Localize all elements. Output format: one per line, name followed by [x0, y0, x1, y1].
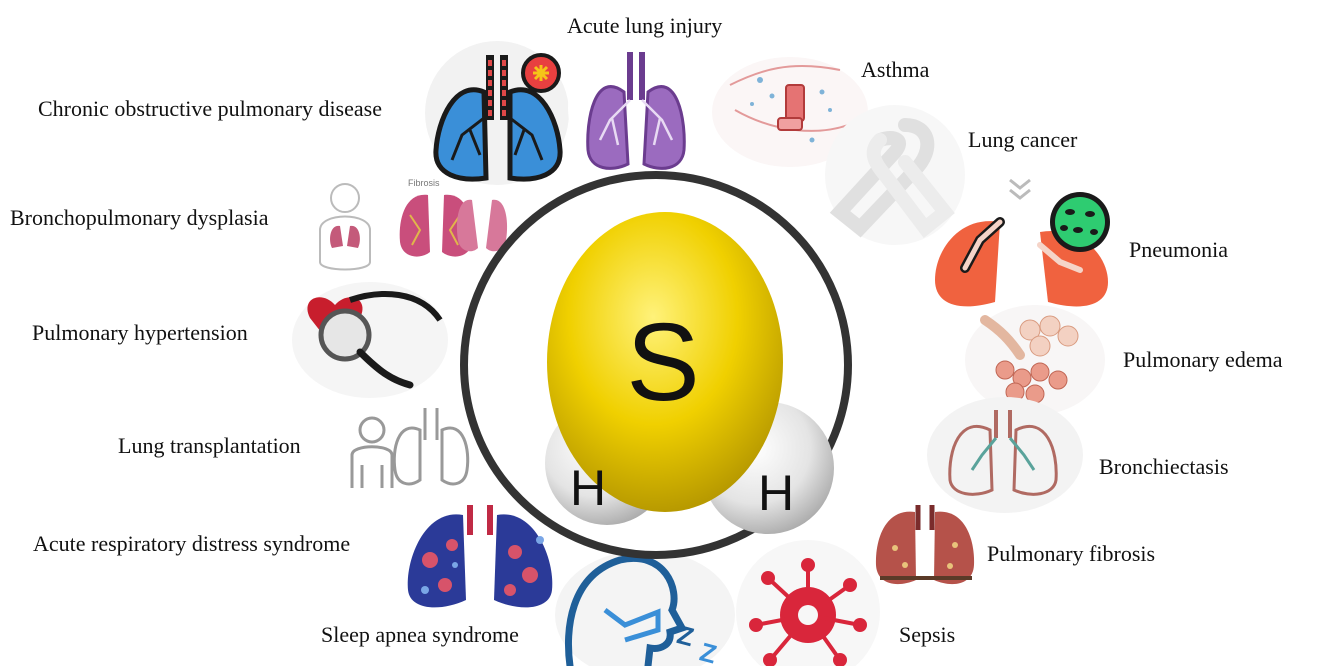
- label-pneumonia: Pneumonia: [1129, 239, 1228, 261]
- infant-lungs-icon: [320, 184, 507, 270]
- label-pulmonary-hypertension: Pulmonary hypertension: [32, 322, 248, 344]
- alveoli-icon: [965, 305, 1105, 415]
- hydrogen-left-symbol: H: [570, 460, 606, 516]
- infected-lungs-icon: [935, 192, 1110, 306]
- awareness-ribbon-icon: [825, 105, 965, 245]
- patterned-lungs-icon: [408, 505, 553, 607]
- fibrotic-lungs-icon: [876, 505, 974, 584]
- label-asthma: Asthma: [861, 59, 929, 81]
- label-sleep-apnea-syndrome: Sleep apnea syndrome: [321, 624, 519, 646]
- label-lung-cancer: Lung cancer: [968, 129, 1077, 151]
- person-lungs-icon: [352, 408, 468, 488]
- label-sepsis: Sepsis: [899, 624, 955, 646]
- purple-lungs-icon: [568, 40, 704, 176]
- fibrosis-caption: Fibrosis: [408, 178, 440, 188]
- h2s-molecule: S H H: [464, 175, 848, 555]
- label-pulmonary-fibrosis: Pulmonary fibrosis: [987, 543, 1155, 565]
- bronchial-tree-icon: [927, 397, 1083, 513]
- label-bronchiectasis: Bronchiectasis: [1099, 456, 1229, 478]
- label-pulmonary-edema: Pulmonary edema: [1123, 349, 1282, 371]
- hydrogen-right-symbol: H: [758, 465, 794, 521]
- label-lung-transplantation: Lung transplantation: [118, 435, 301, 457]
- pathogen-icon: [736, 540, 880, 666]
- label-acute-lung-injury: Acute lung injury: [567, 15, 722, 37]
- label-bronchopulmonary-dysplasia: Bronchopulmonary dysplasia: [10, 207, 268, 229]
- label-copd: Chronic obstructive pulmonary disease: [38, 98, 382, 120]
- blue-lungs-icon: [425, 41, 569, 185]
- label-ards: Acute respiratory distress syndrome: [33, 533, 350, 555]
- stethoscope-heart-icon: [292, 282, 448, 398]
- sulfur-symbol: S: [626, 301, 699, 424]
- chevron-down-icon: [1010, 180, 1030, 198]
